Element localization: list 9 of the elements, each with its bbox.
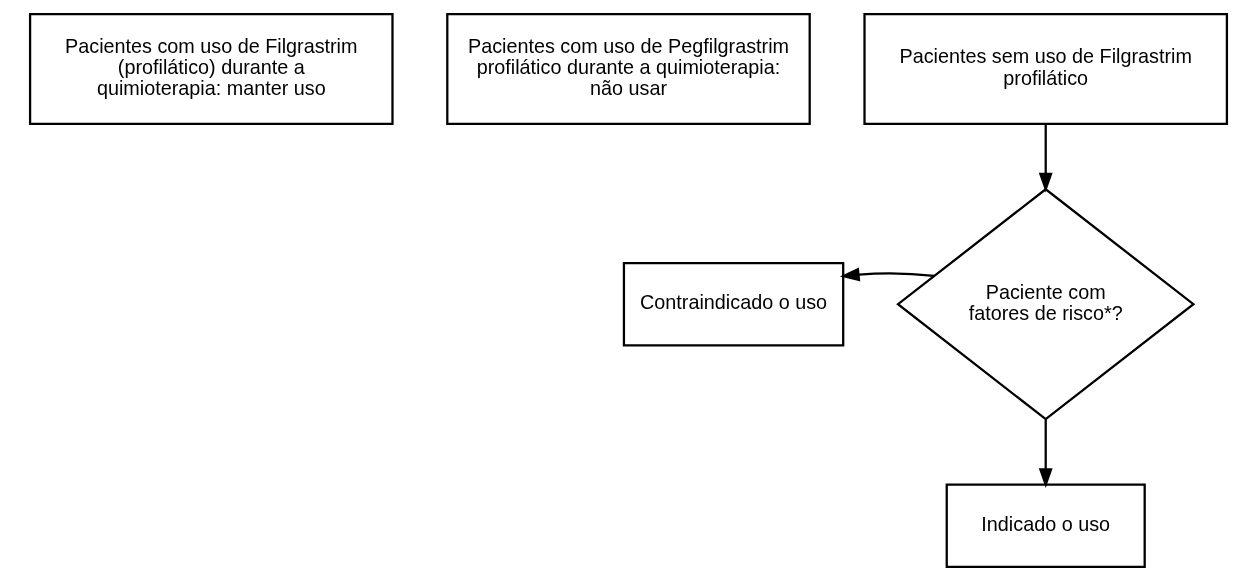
node-box: Pacientes sem uso de Filgrastrim profilático xyxy=(863,13,1229,125)
arrow xyxy=(839,267,935,282)
node-box: Indicado o uso xyxy=(945,483,1146,568)
node-box: Pacientes com uso de Pegfilgrastrim profilático durante a quimioterapia: não usar xyxy=(446,13,811,125)
node-box: Pacientes com uso de Filgrastrim (profilático) durante a quimioterapia: manter uso xyxy=(28,13,394,125)
arrow xyxy=(1038,124,1053,193)
node-diamond: Paciente com fatores de risco*? xyxy=(896,187,1196,421)
arrow xyxy=(1038,419,1053,489)
node-box: Contraindicado o uso xyxy=(622,261,845,347)
